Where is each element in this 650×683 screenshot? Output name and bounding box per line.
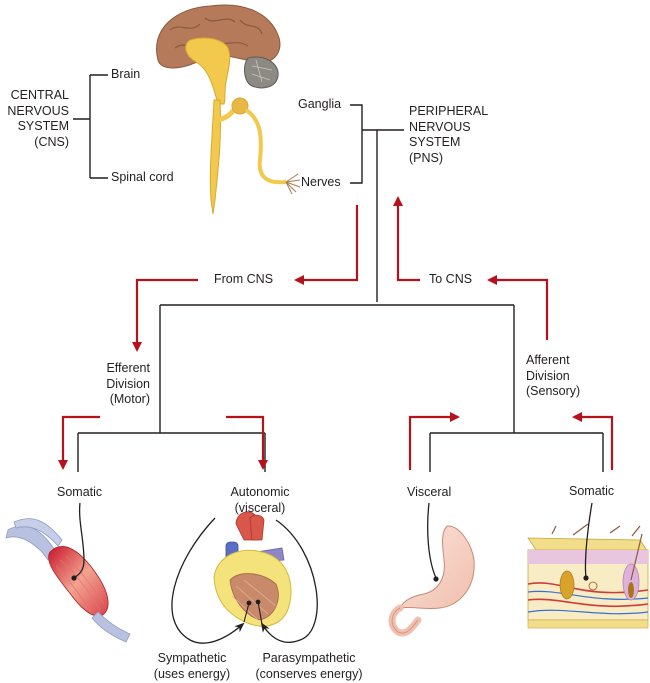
autonomic-loop-right — [260, 519, 318, 643]
nerves-label: Nerves — [301, 175, 341, 189]
arrow-somatic-motor — [58, 415, 100, 470]
arrow-to-cns-up — [393, 196, 420, 282]
brainstem — [185, 37, 231, 105]
arrow-to-cns-in — [487, 275, 549, 340]
flow-arrows — [58, 196, 614, 470]
ganglion — [231, 97, 249, 115]
peripheral-nerve — [244, 108, 287, 185]
arrow-from-cns — [294, 205, 359, 285]
arrow-somatic-sensory — [572, 412, 614, 470]
autonomic-label: Autonomic (visceral) — [230, 485, 290, 515]
cns-title: CENTRAL NERVOUS SYSTEM (CNS) — [7, 88, 69, 149]
muscle-illustration — [5, 518, 131, 643]
afferent-division-title: Afferent Division (Sensory) — [526, 353, 581, 398]
afferent-visceral-label: Visceral — [407, 485, 452, 499]
somatic-sensory-pointer — [584, 502, 593, 579]
cns-bracket — [73, 74, 108, 179]
pns-bracket — [350, 104, 404, 302]
brain-illustration — [156, 4, 301, 215]
efferent-division-title: Efferent Division (Motor) — [106, 361, 150, 406]
main-split — [77, 304, 604, 472]
heart-illustration — [213, 511, 292, 627]
efferent-somatic-label: Somatic — [57, 485, 103, 499]
brain-label: Brain — [111, 67, 141, 81]
pns-title: PERIPHERAL NERVOUS SYSTEM (PNS) — [409, 104, 489, 165]
arrow-from-cns-down — [132, 278, 198, 352]
ganglia-label: Ganglia — [298, 97, 342, 111]
spinal-cord — [209, 99, 222, 215]
afferent-somatic-label: Somatic — [569, 484, 615, 498]
somatic-motor-pointer — [73, 502, 85, 579]
from-cns-label: From CNS — [214, 272, 274, 286]
arrow-visceral-sensory — [408, 412, 460, 470]
nerve-endings — [285, 173, 301, 195]
cerebellum — [244, 56, 279, 89]
visceral-pointer — [427, 502, 437, 579]
spinal-cord-label: Spinal cord — [111, 170, 174, 184]
to-cns-label: To CNS — [429, 272, 473, 286]
parasympathetic-label: Parasympathetic (conserves energy) — [255, 651, 363, 681]
autonomic-loop-left — [171, 517, 245, 644]
stomach-illustration — [388, 525, 475, 637]
sympathetic-label: Sympathetic (uses energy) — [153, 651, 231, 681]
skin-illustration — [527, 523, 649, 629]
arrow-autonomic — [226, 415, 268, 470]
